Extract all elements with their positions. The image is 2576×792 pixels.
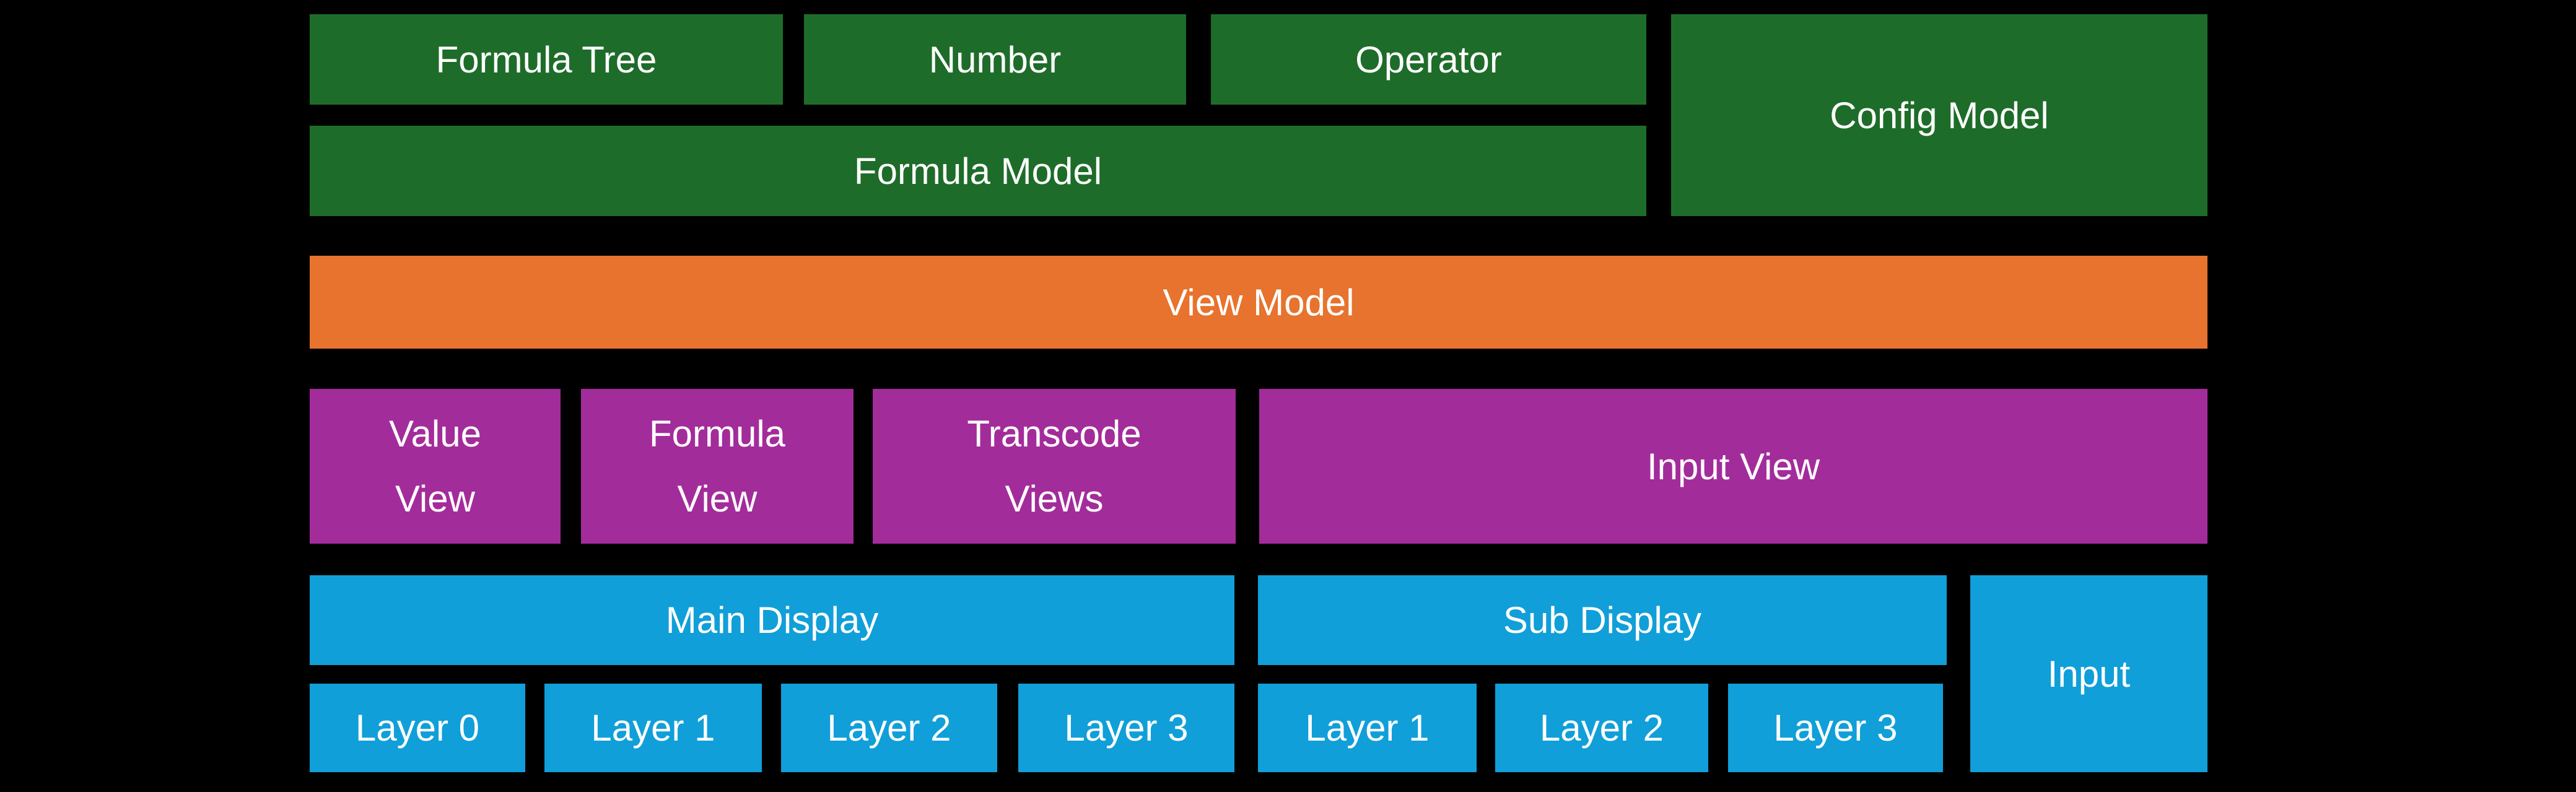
block-layer-3: Layer 3 [1018,684,1234,772]
block-value-view: Value View [310,389,561,544]
block-input-view: Input View [1259,389,2207,544]
block-layer-0: Layer 0 [310,684,525,772]
block-sub-layer-1: Layer 1 [1258,684,1477,772]
block-formula-tree: Formula Tree [310,14,783,105]
block-view-model: View Model [310,256,2207,349]
block-formula-view: Formula View [581,389,854,544]
block-operator: Operator [1211,14,1646,105]
block-transcode-views: Transcode Views [873,389,1236,544]
block-layer-2: Layer 2 [781,684,997,772]
block-sub-display: Sub Display [1258,575,1947,665]
block-layer-1: Layer 1 [544,684,762,772]
block-number: Number [804,14,1186,105]
block-sub-layer-3: Layer 3 [1728,684,1943,772]
block-config-model: Config Model [1671,14,2207,216]
block-formula-model: Formula Model [310,126,1646,216]
block-input: Input [1970,575,2207,772]
block-sub-layer-2: Layer 2 [1495,684,1708,772]
block-main-display: Main Display [310,575,1234,665]
